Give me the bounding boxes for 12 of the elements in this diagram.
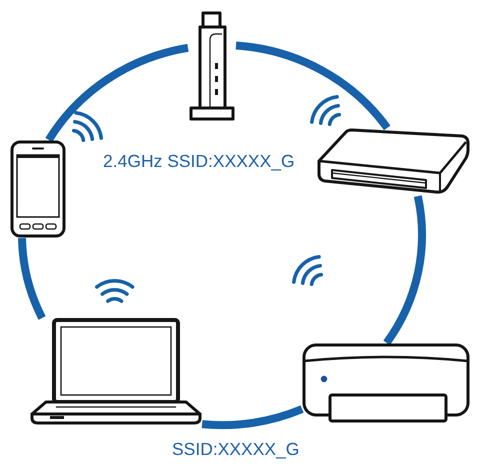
slot-device-drawing [316,128,472,196]
wireless-router-drawing [188,10,236,122]
connection-line [383,195,426,346]
connection-line [46,44,189,142]
connection-line [235,42,390,130]
ssid-label: SSID:XXXXX_G [172,439,300,459]
connection-line [18,238,46,320]
ssid-label: 2.4GHz SSID:XXXXX_G [103,151,295,171]
connection-line [202,405,304,429]
printer-drawing [302,343,470,425]
smartphone-drawing [10,140,66,238]
laptop-drawing [30,318,202,426]
